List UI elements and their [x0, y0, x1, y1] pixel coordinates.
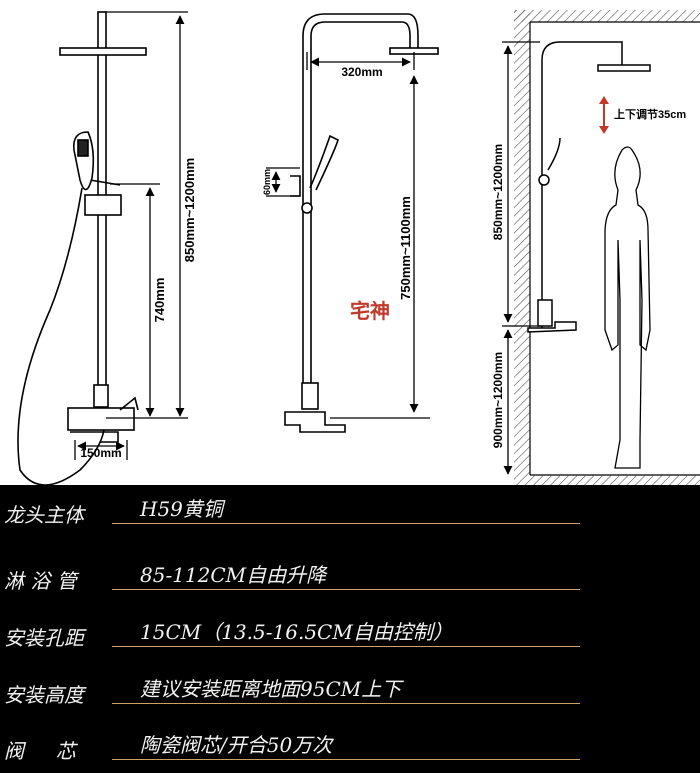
left-dimension-lines: [74, 11, 188, 460]
spec-label: 淋 浴 管: [4, 569, 77, 593]
spec-label: 龙头主体: [4, 503, 84, 527]
right-upper-height-label: 850mm~1200mm: [491, 144, 505, 240]
spec-underline: [112, 703, 580, 704]
spec-row-body: 龙头主体 H59黄铜: [0, 485, 700, 535]
middle-dimension-lines: [266, 52, 430, 419]
watermark-text: 宅神: [350, 299, 390, 323]
spec-underline: [112, 589, 580, 590]
left-spacing-label: 150mm: [80, 446, 121, 460]
left-shower-view: [17, 11, 147, 485]
middle-shower-view: [284, 13, 439, 433]
spec-underline: [112, 646, 580, 647]
mid-total-height-label: 750mm~1100mm: [398, 196, 413, 300]
spec-label: 阀 芯: [4, 739, 76, 763]
spec-row-valve-core: 阀 芯 陶瓷阀芯/开合50万次: [0, 721, 700, 771]
spec-underline: [112, 759, 580, 760]
spec-row-install-height: 安装高度 建议安装距离地面95CM上下: [0, 665, 700, 715]
spec-label: 安装孔距: [4, 626, 84, 650]
right-adjust-label: 上下调节35cm: [614, 107, 686, 121]
mid-arm-length-label: 320mm: [341, 65, 382, 79]
mid-small-offset-label: 60mm: [262, 169, 272, 195]
right-installation-view: [514, 10, 700, 485]
spec-value: 建议安装距离地面95CM上下: [140, 677, 402, 701]
right-lower-height-label: 900mm~1200mm: [491, 352, 505, 448]
person-silhouette: [604, 146, 651, 469]
spec-underline: [112, 523, 580, 524]
spec-value: 陶瓷阀芯/开合50万次: [140, 733, 333, 757]
spec-value: 15CM（13.5-16.5CM自由控制）: [140, 620, 453, 644]
left-total-height-label: 850mm~1200mm: [182, 158, 197, 262]
left-lower-height-label: 740mm: [152, 278, 167, 323]
spec-value: H59黄铜: [140, 497, 223, 521]
spec-value: 85-112CM自由升降: [140, 563, 327, 587]
spec-label: 安装高度: [4, 683, 84, 707]
right-dimension-lines: [502, 41, 540, 475]
spec-row-hole-distance: 安装孔距 15CM（13.5-16.5CM自由控制）: [0, 608, 700, 658]
shower-dimension-diagram: 850mm~1200mm 740mm 150mm 320mm 60mm 750m…: [17, 10, 700, 485]
spec-row-pipe: 淋 浴 管 85-112CM自由升降: [0, 551, 700, 601]
spec-panel: 龙头主体 H59黄铜 淋 浴 管 85-112CM自由升降 安装孔距 15CM（…: [0, 485, 700, 773]
